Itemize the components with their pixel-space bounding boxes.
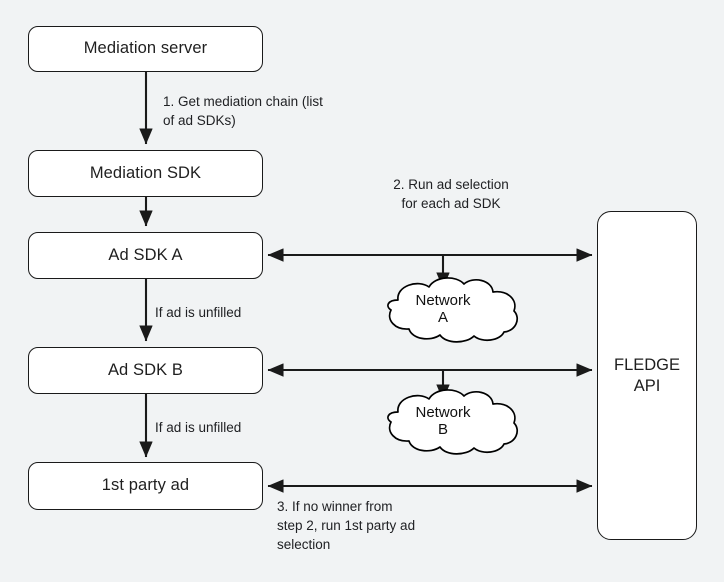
node-mediation-server-label: Mediation server <box>83 39 208 58</box>
annotation-step-3: 3. If no winner from step 2, run 1st par… <box>277 499 416 553</box>
node-first-party-ad-label: 1st party ad <box>101 476 190 495</box>
network-a-cloud-shape <box>387 277 518 343</box>
network-b-cloud-shape <box>387 389 518 455</box>
node-fledge-api[interactable]: FLEDGE API <box>597 211 697 540</box>
node-mediation-sdk-label: Mediation SDK <box>89 163 202 182</box>
node-fledge-api-label: FLEDGE API <box>613 355 681 395</box>
annotation-step-1: 1. Get mediation chain (list of ad SDKs) <box>163 94 323 129</box>
node-ad-sdk-b[interactable]: Ad SDK B <box>28 347 263 394</box>
annotation-unfilled-a: If ad is unfilled <box>155 305 242 320</box>
node-mediation-sdk[interactable]: Mediation SDK <box>28 150 263 197</box>
node-ad-sdk-a-label: Ad SDK A <box>108 245 183 264</box>
annotation-unfilled-b: If ad is unfilled <box>155 420 242 435</box>
node-first-party-ad[interactable]: 1st party ad <box>28 462 263 510</box>
node-ad-sdk-b-label: Ad SDK B <box>107 360 184 379</box>
annotation-step-2: 2. Run ad selection for each ad SDK <box>393 177 509 212</box>
node-mediation-server[interactable]: Mediation server <box>28 26 263 72</box>
node-ad-sdk-a[interactable]: Ad SDK A <box>28 232 263 279</box>
